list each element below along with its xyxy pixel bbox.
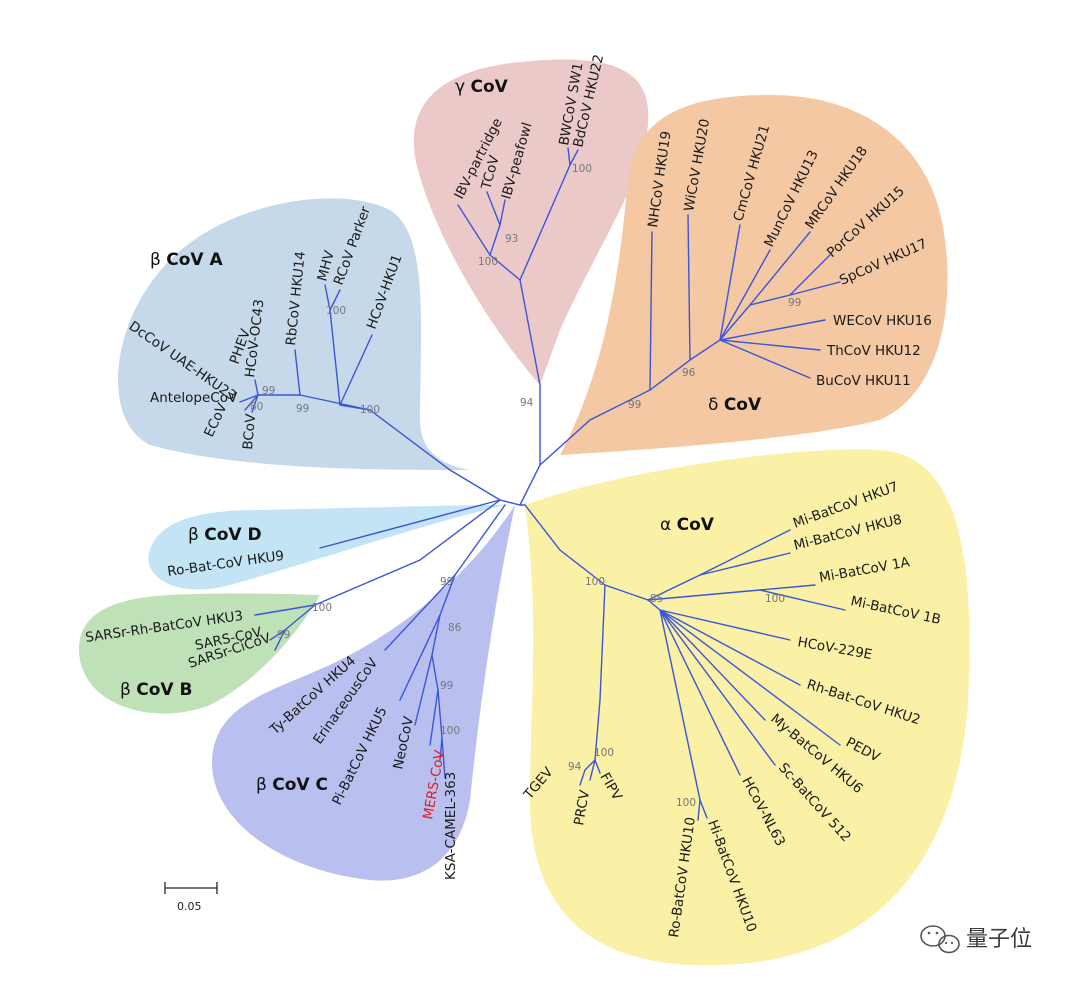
taxon-label: WECoV HKU16 xyxy=(833,313,932,329)
group-label-delta: δ CoV xyxy=(708,395,762,415)
bootstrap-value: 100 xyxy=(572,163,592,175)
clade-betaA-region xyxy=(117,198,471,470)
bootstrap-value: 94 xyxy=(520,397,534,409)
bootstrap-value: 80 xyxy=(250,401,263,413)
wechat-icon xyxy=(920,925,960,954)
bootstrap-value: 96 xyxy=(682,367,696,379)
taxon-label: BCoV xyxy=(240,412,259,450)
bootstrap-value: 100 xyxy=(478,256,498,268)
bootstrap-value: 86 xyxy=(448,622,462,634)
clade-betaB-region xyxy=(78,593,320,714)
scale-bar-label: 0.05 xyxy=(177,900,202,913)
bootstrap-value: 100 xyxy=(585,576,605,588)
group-label-alpha: α CoV xyxy=(660,515,715,535)
bootstrap-value: 99 xyxy=(440,680,453,692)
bootstrap-value: 99 xyxy=(440,576,453,588)
clade-alpha-region xyxy=(525,449,970,966)
scale-bar: 0.05 xyxy=(164,882,218,913)
bootstrap-value: 85 xyxy=(650,593,663,605)
group-label-gamma: γ CoV xyxy=(455,77,509,97)
bootstrap-value: 99 xyxy=(788,297,801,309)
bootstrap-value: 99 xyxy=(296,403,309,415)
taxon-label: MHV xyxy=(314,248,338,283)
bootstrap-value: 99 xyxy=(277,629,290,641)
bootstrap-value: 93 xyxy=(505,233,518,245)
bootstrap-value: 100 xyxy=(440,725,460,737)
tree-branches xyxy=(239,147,846,821)
bootstrap-value: 94 xyxy=(568,761,582,773)
group-label-betaB: β CoV B xyxy=(120,680,192,700)
bootstrap-value: 100 xyxy=(676,797,696,809)
clade-gamma-region xyxy=(413,59,649,385)
bootstrap-value: 100 xyxy=(312,602,332,614)
taxon-label: AntelopeCoV xyxy=(150,390,238,406)
bootstrap-value: 99 xyxy=(628,399,641,411)
watermark-text: 量子位 xyxy=(966,927,1032,952)
group-label-betaA: β CoV A xyxy=(150,250,223,270)
clade-delta-region xyxy=(560,95,948,455)
bootstrap-value: 100 xyxy=(326,305,346,317)
bootstrap-value: 100 xyxy=(594,747,614,759)
taxon-label: PRCV xyxy=(571,788,593,827)
watermark: 量子位 xyxy=(920,925,1032,954)
taxon-label: ThCoV HKU12 xyxy=(826,343,921,359)
bootstrap-value: 100 xyxy=(765,593,785,605)
bootstrap-value: 100 xyxy=(360,404,380,416)
clade-betaD-region xyxy=(148,505,505,590)
bootstrap-values: 100 93 100 94 99 96 99 99 80 99 100 100 … xyxy=(250,163,801,809)
group-label-betaC: β CoV C xyxy=(256,775,328,795)
clade-betaC-region xyxy=(211,505,516,881)
taxon-label: BuCoV HKU11 xyxy=(816,373,911,389)
taxon-label: KSA-CAMEL-363 xyxy=(443,772,459,880)
bootstrap-value: 99 xyxy=(262,385,275,397)
group-label-betaD: β CoV D xyxy=(188,525,262,545)
